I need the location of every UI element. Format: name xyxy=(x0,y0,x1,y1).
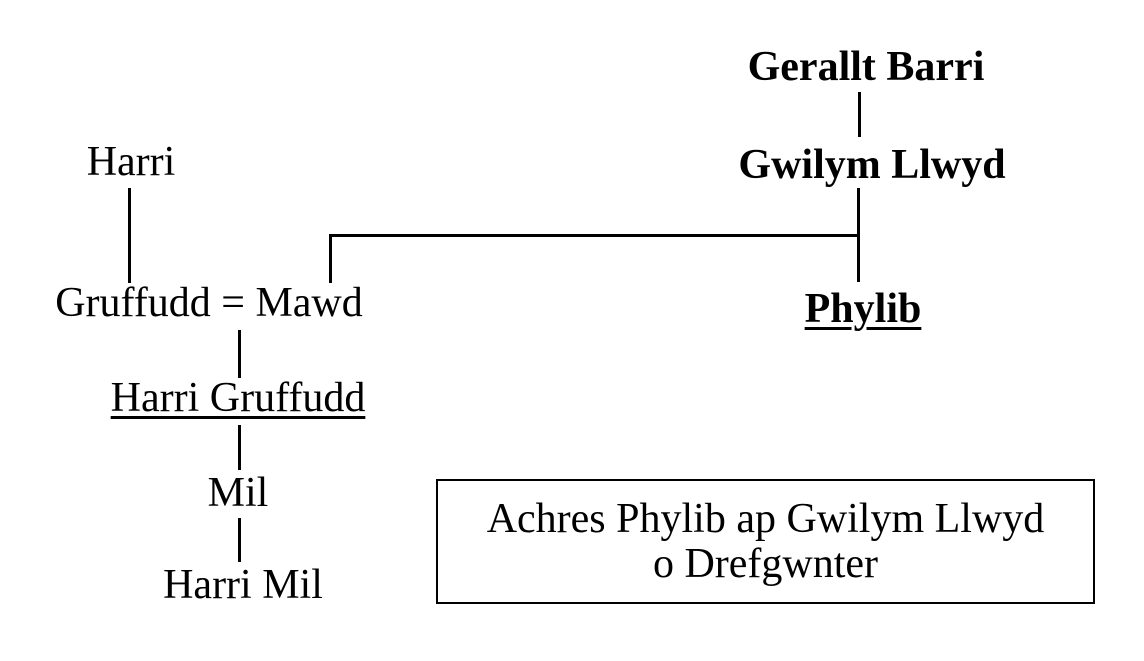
caption-line-2: o Drefgwnter xyxy=(652,540,879,587)
connector-harri-gruffudd xyxy=(128,188,131,283)
connector-branch-to-mawd xyxy=(329,234,332,283)
connector-mawd-harrigruffudd xyxy=(238,330,241,378)
person-mil: Mil xyxy=(207,470,269,516)
person-harri-gruffudd: Harri Gruffudd xyxy=(110,375,366,421)
person-phylib: Phylib xyxy=(804,286,922,332)
person-harri: Harri xyxy=(86,139,176,185)
person-gerallt-barri: Gerallt Barri xyxy=(747,44,985,90)
connector-gerallt-gwilym xyxy=(858,92,861,137)
connector-branch-horizontal xyxy=(329,234,859,237)
caption-line-1: Achres Phylib ap Gwilym Llwyd xyxy=(486,495,1045,542)
person-gruffudd-mawd: Gruffudd = Mawd xyxy=(55,280,363,326)
connector-harrigruffudd-mil xyxy=(238,425,241,470)
person-harri-mil: Harri Mil xyxy=(163,562,323,608)
person-gwilym-llwyd: Gwilym Llwyd xyxy=(738,142,1006,188)
caption-box: Achres Phylib ap Gwilym Llwyd o Drefgwnt… xyxy=(436,479,1095,604)
connector-mil-harrimil xyxy=(238,518,241,562)
